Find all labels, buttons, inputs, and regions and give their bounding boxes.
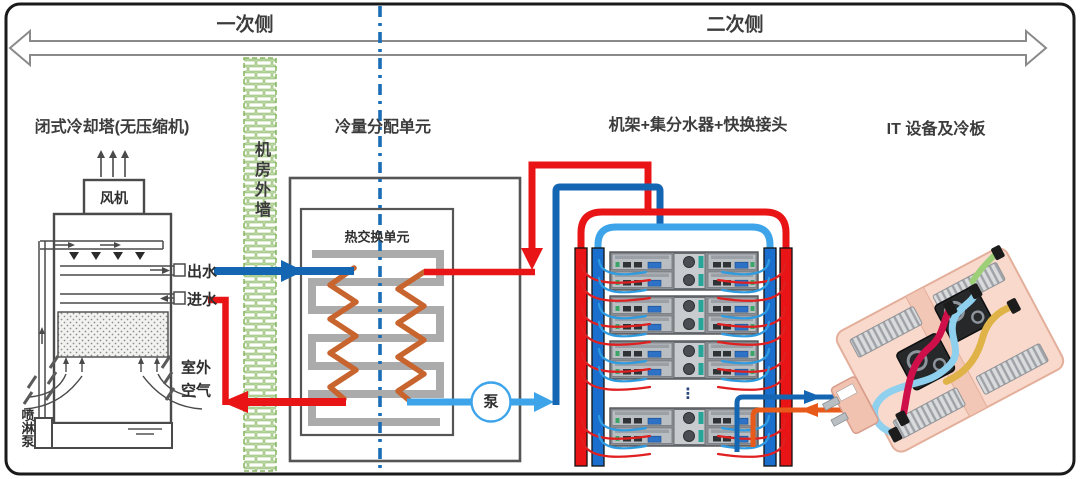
water-out-label: 出水 <box>187 263 218 281</box>
manifold-red-left <box>574 247 588 467</box>
primary-supply-arrow <box>281 260 304 282</box>
coldplate-return-arrow <box>800 403 818 417</box>
water-out-port <box>173 263 186 277</box>
primary-return-pipe <box>208 296 346 413</box>
outdoor-air-label-1: 室外 <box>180 359 212 377</box>
water-basin <box>49 422 173 449</box>
water-in-port <box>173 291 186 305</box>
water-level-icon <box>128 428 162 435</box>
it-equipment-title: IT 设备及冷板 <box>886 121 986 138</box>
rack-ellipsis: ⋮ <box>680 385 696 403</box>
primary-supply-pipe <box>214 260 354 282</box>
coldplate-return-line <box>750 403 878 447</box>
refrigerant-zigzag-right <box>395 269 427 404</box>
fill-media <box>57 311 169 358</box>
refrigerant-zigzag-left <box>327 265 359 402</box>
supply-arc-blue <box>594 223 774 258</box>
primary-side-label: 一次侧 <box>216 14 274 36</box>
coldplate-assembly <box>821 245 1065 453</box>
tube-fittings <box>888 245 1021 443</box>
spray-pipe <box>40 240 164 250</box>
primary-secondary-span-arrow <box>8 28 1048 68</box>
pump <box>470 381 512 423</box>
cooling-tower <box>22 150 203 449</box>
louver-slats <box>22 355 176 405</box>
cooling-tower-title: 闭式冷却塔(无压缩机) <box>34 119 190 136</box>
cdu-title: 冷量分配单元 <box>334 119 432 136</box>
secondary-supply-arrow <box>534 392 554 412</box>
primary-return-arrow <box>222 391 248 413</box>
fan-exhaust-arrows <box>97 150 129 177</box>
heat-exchange-unit-label: 热交换单元 <box>344 229 410 245</box>
coolant-tubes <box>871 249 1017 438</box>
rack-hot-return-arrow <box>521 248 543 270</box>
machine-room-wall <box>243 57 277 472</box>
water-in-pipe <box>60 291 186 305</box>
manifold-red-right <box>779 247 793 467</box>
return-arc-red <box>577 208 790 258</box>
hx-coil <box>308 250 444 426</box>
fan-label: 风机 <box>100 190 128 206</box>
quick-connect-block <box>821 376 879 435</box>
coldplate-supply-line <box>734 390 868 452</box>
coldplate-supply-arrow <box>804 390 822 404</box>
pump-circle <box>470 381 512 423</box>
outdoor-air-label-2: 空气 <box>180 382 212 400</box>
riser-pipe <box>38 241 46 420</box>
spray-nozzles <box>69 252 145 260</box>
machine-room-wall-label: 机房外墙 <box>252 141 269 221</box>
water-out-pipe <box>60 263 186 277</box>
spray-pump-box <box>34 417 53 449</box>
spray-pump-label: 喷淋泵 <box>19 408 35 448</box>
fan-box <box>82 178 146 216</box>
water-in-label: 进水 <box>187 291 218 309</box>
secondary-side-label: 二次侧 <box>706 14 764 36</box>
rack-title: 机架+集分水器+快换接头 <box>608 117 788 134</box>
pump-label: 泵 <box>483 393 499 411</box>
